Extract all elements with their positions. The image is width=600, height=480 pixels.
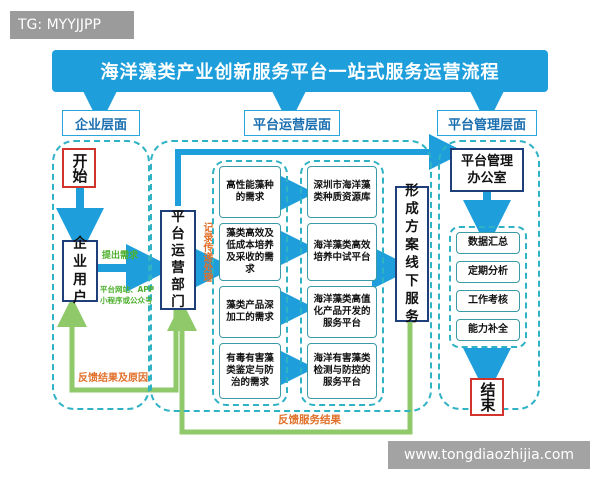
header-platform-mgmt: 平台管理层面	[437, 110, 537, 136]
start-node: 开始	[62, 148, 96, 188]
header-platform-ops: 平台运营层面	[244, 110, 340, 136]
need-item: 藻类高效及低成本培养及采收的需求	[219, 223, 281, 281]
mgmt-office-node: 平台管理办公室	[450, 148, 524, 192]
mgmt-item: 定期分析	[456, 261, 520, 283]
mgmt-item: 能力补全	[456, 319, 520, 341]
platform-item: 海洋藻类高值化产品开发的服务平台	[307, 286, 377, 338]
dept-to-office-arrow	[175, 134, 465, 206]
feedback-results-label: 反馈结果及原因	[78, 373, 148, 384]
feedback-service-label: 反馈服务结果	[278, 414, 341, 426]
submit-label: 提出需求	[102, 251, 139, 261]
record-label: 记录传递处理	[201, 222, 212, 282]
header-enterprise: 企业层面	[62, 110, 140, 136]
need-item: 藻类产品深加工的需求	[219, 286, 281, 338]
mgmt-item: 数据汇总	[456, 232, 520, 254]
platform-item: 深圳市海洋藻类种质资源库	[307, 166, 377, 218]
platform-item: 海洋藻类高效培养中试平台	[307, 223, 377, 281]
channels-label: 平台网站、APP 小程序或公众号	[100, 285, 155, 305]
enterprise-region	[52, 140, 150, 410]
page-title: 海洋藻类产业创新服务平台一站式服务运营流程	[52, 50, 548, 92]
mgmt-items-group	[449, 226, 527, 348]
platform-ops-region	[150, 140, 432, 412]
offline-service-node: 形成方案线下服务	[395, 183, 429, 325]
feedback-results-line	[57, 297, 179, 393]
needs-group	[212, 160, 288, 406]
watermark: www.tongdiaozhijia.com	[388, 441, 590, 469]
need-item: 高性能藻种的需求	[219, 166, 281, 218]
enterprise-user-node: 企业用户	[62, 236, 98, 306]
end-node: 结束	[470, 378, 504, 416]
tag-label: TG: MYYJJPP	[10, 11, 134, 39]
mgmt-item: 工作考核	[456, 290, 520, 312]
platform-dept-node: 平台运营部门	[160, 209, 196, 310]
feedback-service-line	[167, 301, 413, 435]
platforms-group	[300, 160, 384, 406]
platform-item: 海洋有害藻类检测与防控的服务平台	[307, 343, 377, 399]
need-item: 有毒有害藻类鉴定与防治的需求	[219, 343, 281, 399]
